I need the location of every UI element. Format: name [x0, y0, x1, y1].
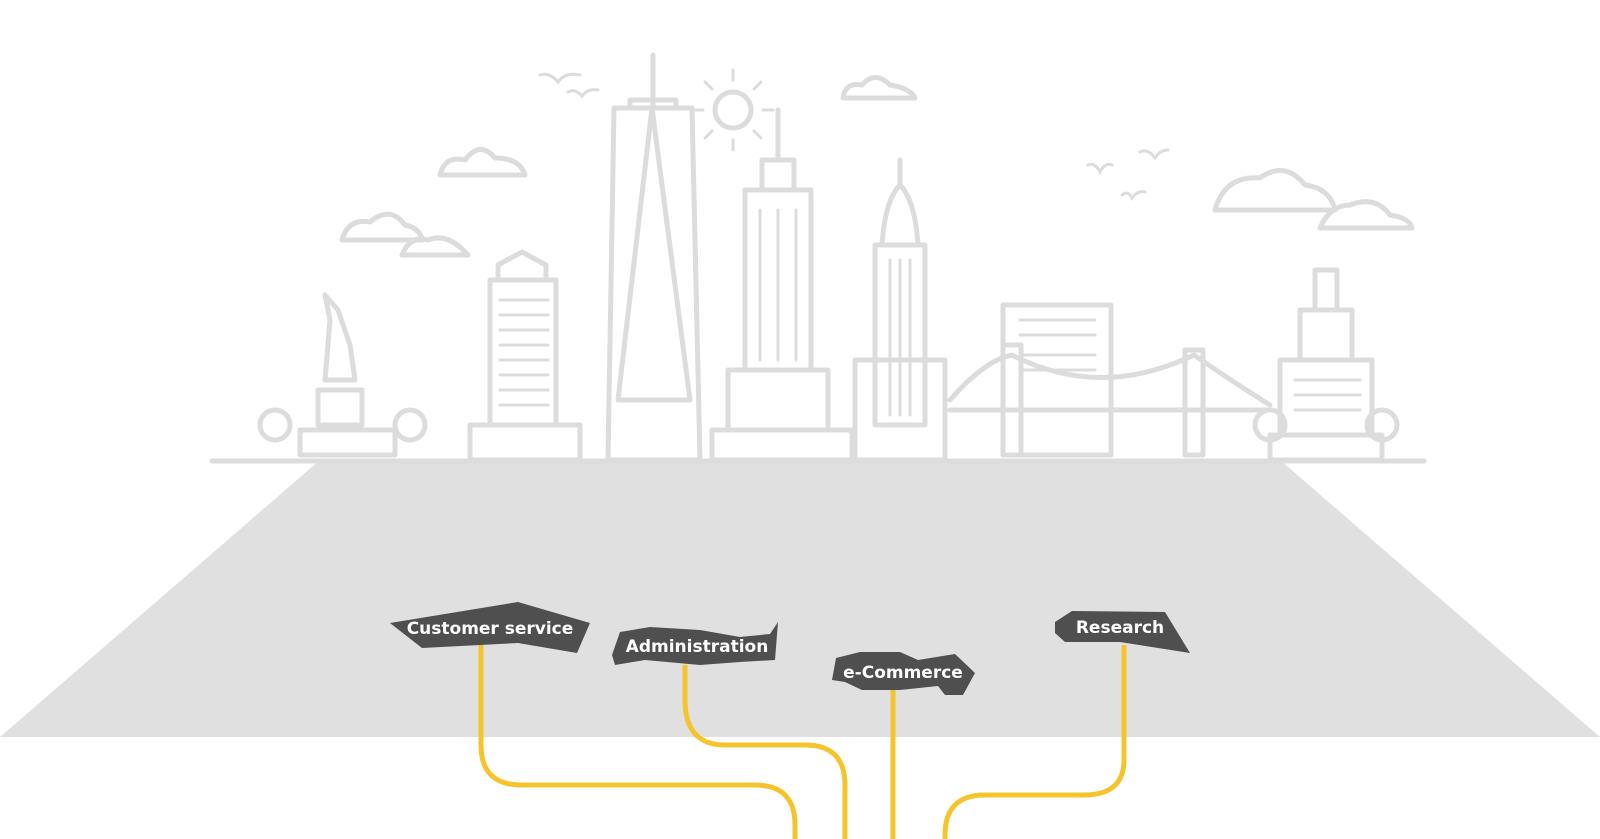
birds [538, 72, 1170, 201]
tag-label: Administration [626, 637, 769, 657]
city-skyline [209, 52, 1427, 464]
building-right [1252, 267, 1400, 463]
one-world-trade-center [605, 52, 703, 463]
building-left [467, 249, 583, 463]
tag-label: e-Commerce [843, 663, 963, 683]
department-tag-customer-service[interactable]: Customer service [390, 602, 590, 653]
ground-plane [0, 460, 1600, 737]
empire-state-building [709, 107, 855, 463]
chrysler-building [852, 157, 948, 463]
connector-research [942, 645, 1127, 839]
department-tag-research[interactable]: Research [1055, 611, 1190, 653]
connector-customer-service [478, 645, 798, 839]
connector-lines [478, 645, 1127, 839]
department-tag-administration[interactable]: Administration [612, 622, 778, 665]
sun-icon [691, 68, 775, 152]
tag-label: Customer service [407, 619, 574, 639]
department-tag-ecommerce[interactable]: e-Commerce [832, 652, 975, 695]
statue-of-liberty [257, 292, 428, 458]
clouds [339, 75, 1415, 258]
brooklyn-bridge [947, 302, 1273, 458]
tag-label: Research [1076, 618, 1164, 638]
connector-administration [682, 665, 848, 839]
